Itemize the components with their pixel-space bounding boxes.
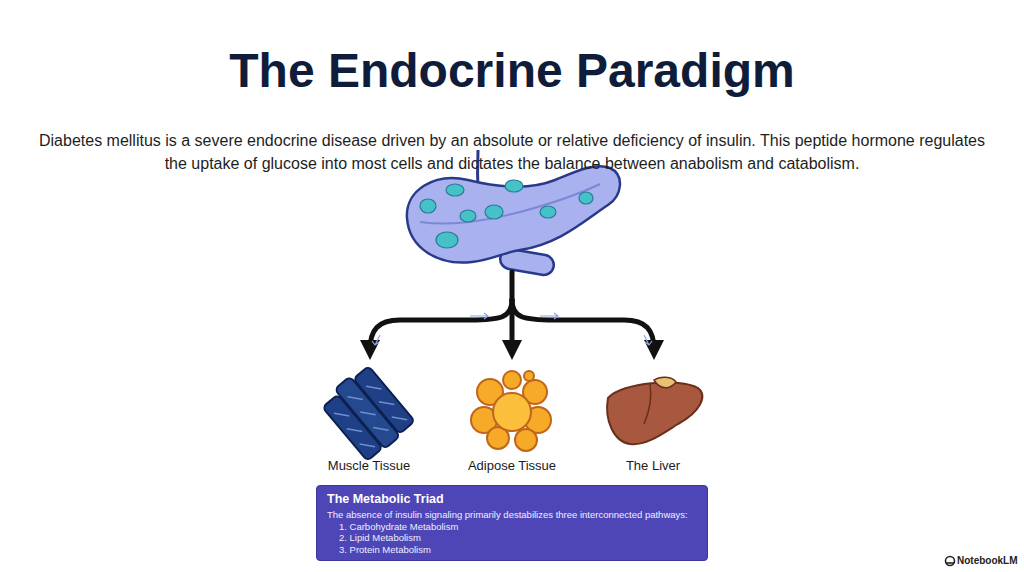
arrow-stem <box>510 272 515 300</box>
intro-paragraph: Diabetes mellitus is a severe endocrine … <box>30 129 994 175</box>
node-label: Adipose Tissue <box>457 458 567 474</box>
info-box: The Metabolic TriadThe absence of insuli… <box>316 485 708 561</box>
muscle-icon <box>319 363 417 463</box>
signal-ticks <box>372 313 652 345</box>
node-label: Muscle Tissue <box>314 458 424 474</box>
node-label: The Liver <box>598 458 708 474</box>
islet-cells <box>420 180 593 248</box>
list-item: 1. Carbohydrate Metabolism <box>327 521 697 533</box>
box-body: The absence of insulin signaling primari… <box>327 509 697 521</box>
page-title: The Endocrine Paradigm <box>0 42 1024 100</box>
tissue-node: Adipose Tissue <box>457 362 567 476</box>
tissue-node: The Liver <box>598 362 708 476</box>
watermark: NotebookLM <box>957 554 1021 568</box>
list-item: 2. Lipid Metabolism <box>327 532 697 544</box>
pancreas-body <box>407 166 620 262</box>
liver-icon <box>607 377 702 444</box>
adipose-icon <box>471 371 551 451</box>
box-heading: The Metabolic Triad <box>327 492 697 507</box>
list-item: 3. Protein Metabolism <box>327 544 697 556</box>
arrow-right <box>512 300 654 350</box>
arrow-left <box>370 300 512 350</box>
branch-arrows <box>370 272 654 350</box>
tissue-node: Muscle Tissue <box>314 362 424 476</box>
watermark-icon <box>946 557 955 566</box>
